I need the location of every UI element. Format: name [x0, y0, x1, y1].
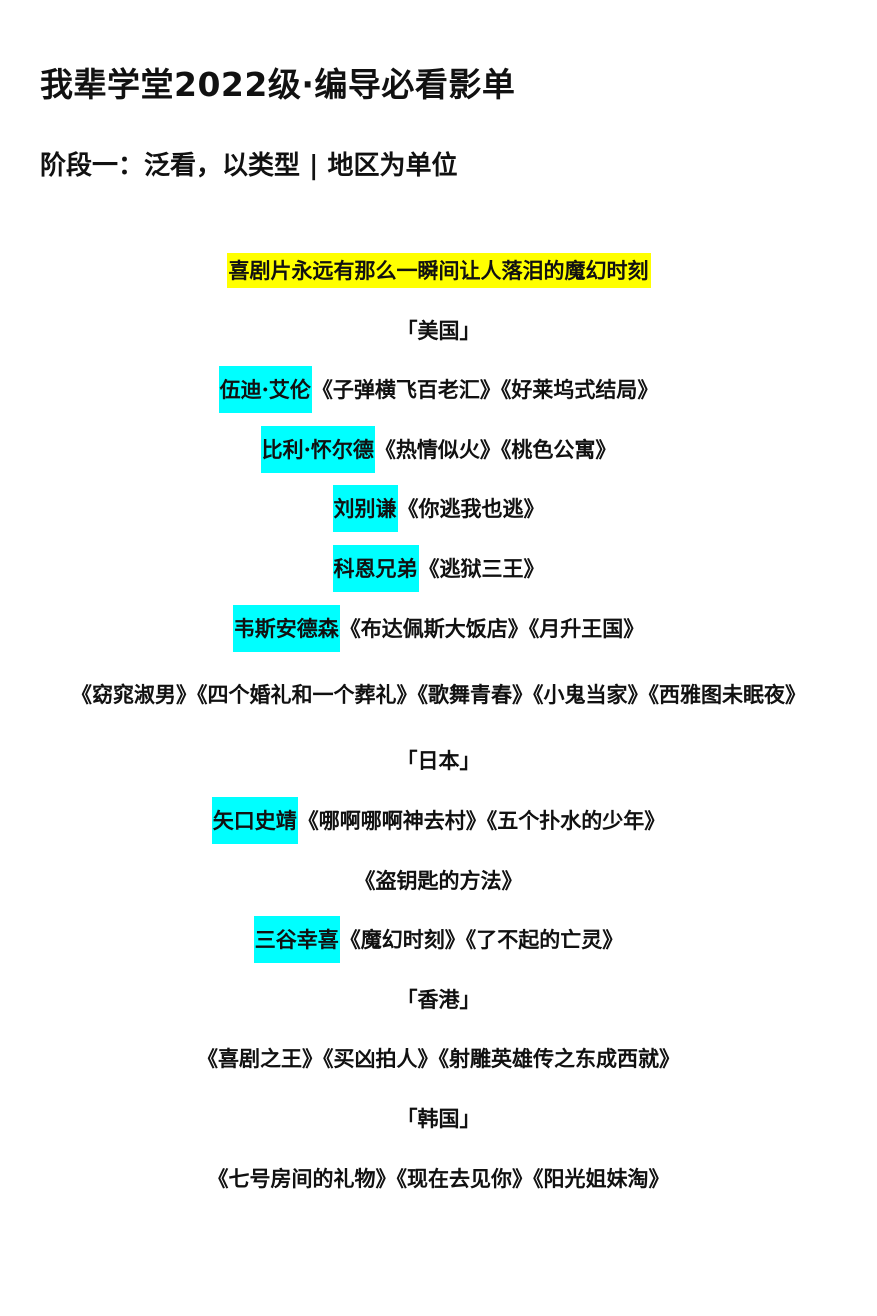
director-name: 韦斯安德森: [232, 604, 340, 652]
other-films-usa: 《窈窕淑男》《四个婚礼和一个葬礼》《歌舞青春》《小鬼当家》《西雅图未眠夜》: [40, 665, 837, 725]
region-label-korea: 「韩国」: [396, 1105, 481, 1131]
film-titles: 《子弹横飞百老汇》《好莱坞式结局》: [311, 377, 659, 403]
region-label-japan: 「日本」: [396, 748, 481, 774]
film-titles: 《盗钥匙的方法》: [354, 867, 523, 893]
director-entry: 科恩兄弟《逃狱三王》: [40, 544, 837, 592]
director-name: 刘别谦: [332, 485, 398, 533]
film-titles: 《喜剧之王》《买凶拍人》《射雕英雄传之东成西就》: [197, 1046, 680, 1072]
director-name: 比利·怀尔德: [260, 425, 375, 473]
director-name: 矢口史靖: [211, 796, 298, 844]
film-titles: 《布达佩斯大饭店》《月升王国》: [339, 615, 645, 641]
director-entry: 矢口史靖《哪啊哪啊神去村》《五个扑水的少年》: [40, 796, 837, 844]
director-entry: 韦斯安德森《布达佩斯大饭店》《月升王国》: [40, 604, 837, 652]
genre-heading: 喜剧片永远有那么一瞬间让人落泪的魔幻时刻: [226, 253, 651, 288]
film-titles: 《你逃我也逃》: [397, 496, 545, 522]
genre-heading-line: 喜剧片永远有那么一瞬间让人落泪的魔幻时刻: [40, 248, 837, 294]
director-name: 伍迪·艾伦: [218, 366, 312, 414]
director-name: 科恩兄弟: [332, 544, 419, 592]
stage-heading: 阶段一：泛看，以类型 | 地区为单位: [40, 151, 458, 181]
film-titles: 《魔幻时刻》《了不起的亡灵》: [339, 927, 624, 953]
region-label-usa: 「美国」: [396, 317, 481, 343]
director-entry: 刘别谦《你逃我也逃》: [40, 485, 837, 533]
director-entry: 伍迪·艾伦《子弹横飞百老汇》《好莱坞式结局》: [40, 366, 837, 414]
page-title: 我辈学堂2022级·编导必看影单: [40, 65, 516, 104]
film-titles: 《七号房间的礼物》《现在去见你》《阳光姐妹淘》: [207, 1165, 670, 1191]
film-titles: 《窈窕淑男》《四个婚礼和一个葬礼》《歌舞青春》《小鬼当家》《西雅图未眠夜》: [71, 682, 806, 708]
film-list: 喜剧片永远有那么一瞬间让人落泪的魔幻时刻 「美国」 伍迪·艾伦《子弹横飞百老汇》…: [40, 248, 837, 1215]
film-titles: 《热情似火》《桃色公寓》: [374, 436, 617, 462]
film-titles: 《哪啊哪啊神去村》《五个扑水的少年》: [297, 807, 666, 833]
region-label-hongkong: 「香港」: [396, 986, 481, 1012]
film-titles: 《逃狱三王》: [418, 555, 545, 581]
director-entry: 比利·怀尔德《热情似火》《桃色公寓》: [40, 425, 837, 473]
director-entry: 三谷幸喜《魔幻时刻》《了不起的亡灵》: [40, 916, 837, 964]
director-name: 三谷幸喜: [253, 916, 340, 964]
